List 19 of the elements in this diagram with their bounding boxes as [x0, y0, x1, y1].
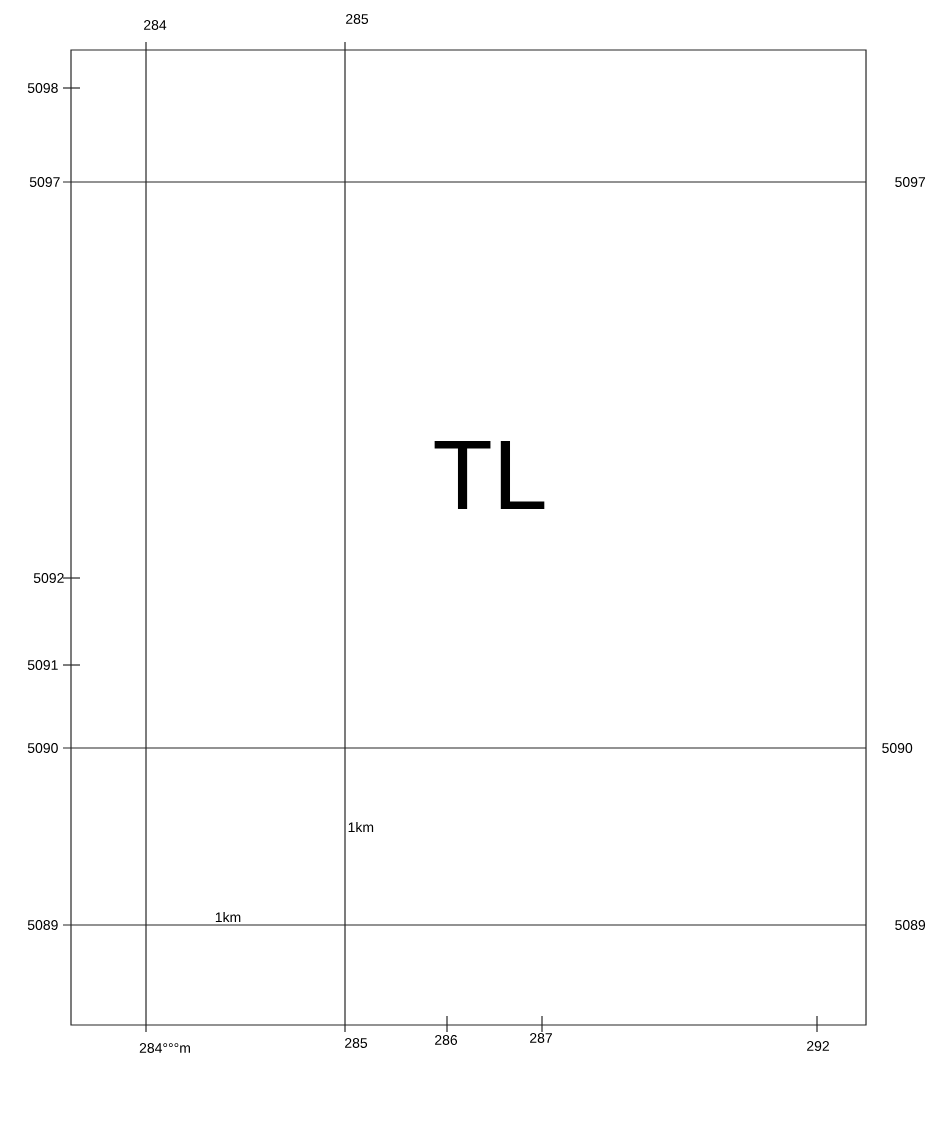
grid-label: 292 — [807, 1041, 829, 1051]
scale-label: 1km — [348, 821, 374, 833]
grid-label: 5091 — [27, 660, 58, 670]
grid-label: 5089 — [27, 920, 58, 930]
grid-label: 5089 — [895, 920, 926, 930]
grid-label: 285 — [345, 1038, 368, 1048]
grid-label: 5097 — [895, 177, 926, 187]
grid-label: 5090 — [882, 743, 913, 753]
grid-label: 284°°°m — [139, 1043, 190, 1053]
map-sheet-label: TL — [434, 441, 545, 509]
grid-label: 284 — [144, 20, 167, 30]
grid-label: 5092 — [33, 573, 64, 583]
grid-label: 5097 — [29, 177, 60, 187]
grid-label: 5090 — [27, 743, 58, 753]
grid-label: 5098 — [27, 83, 58, 93]
grid-label: 286 — [435, 1035, 458, 1045]
scale-label: 1km — [215, 911, 241, 923]
grid-label: 287 — [530, 1033, 552, 1043]
grid-label: 285 — [346, 14, 369, 24]
